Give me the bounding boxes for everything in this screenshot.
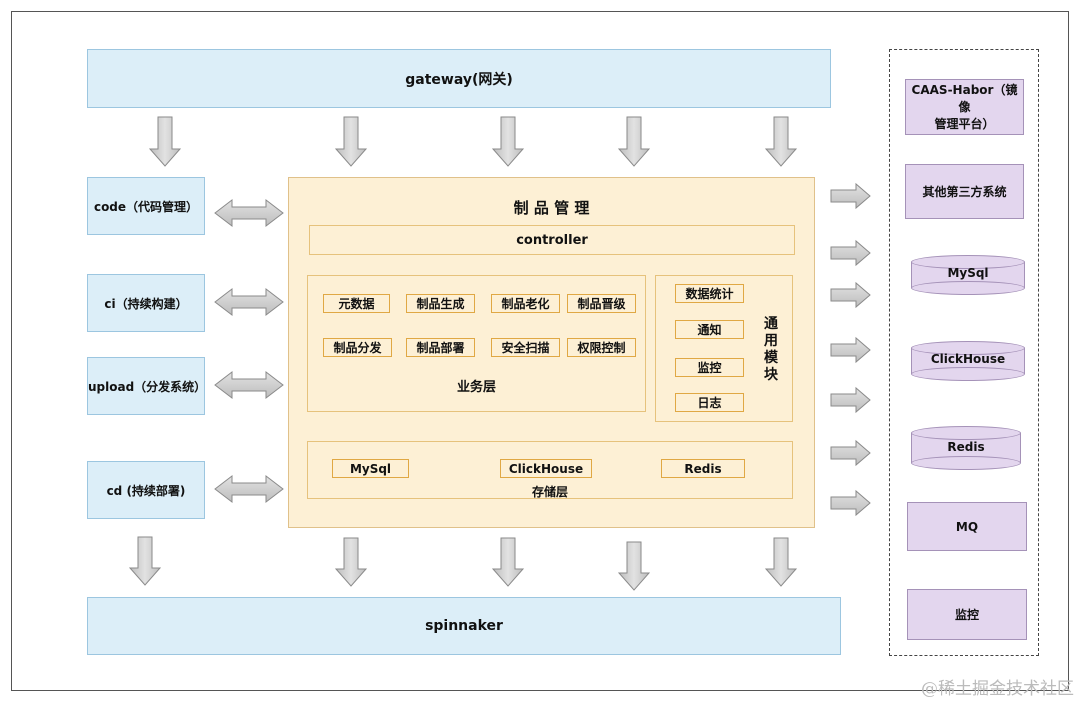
common-label: 通用模块 <box>764 316 778 383</box>
ci-label: ci（持续构建） <box>104 296 188 311</box>
mq-label: MQ <box>955 519 979 534</box>
external-systems-group <box>889 49 1039 656</box>
down-arrow <box>334 537 368 587</box>
mysql-cylinder: MySql <box>911 255 1025 295</box>
right-arrow <box>830 386 871 414</box>
third-party-label: 其他第三方系统 <box>922 185 1007 199</box>
storage-label: 存储层 <box>531 485 568 499</box>
mysql-label: MySql <box>947 266 989 280</box>
diagram-frame <box>11 11 1069 691</box>
business-item: 制品部署 <box>406 338 475 357</box>
upload-box: upload（分发系统） <box>87 357 207 415</box>
core-title: 制 品 管 理 <box>513 199 590 217</box>
double-arrow <box>214 370 284 400</box>
double-arrow <box>214 474 284 504</box>
third-party-box: 其他第三方系统 <box>905 164 1024 219</box>
storage-item: ClickHouse <box>500 459 592 478</box>
code-label: code（代码管理） <box>93 199 199 214</box>
down-arrow <box>128 536 162 586</box>
right-arrow <box>830 281 871 309</box>
controller-layer: controller <box>309 225 795 255</box>
caas-line2: 管理平台） <box>934 116 995 131</box>
business-item: 制品分发 <box>323 338 392 357</box>
upload-label: upload（分发系统） <box>88 379 207 394</box>
storage-item: Redis <box>661 459 745 478</box>
business-item: 权限控制 <box>567 338 636 357</box>
watermark: @稀土掘金技术社区 <box>921 679 1074 699</box>
down-arrow <box>334 116 368 167</box>
down-arrow <box>764 537 798 587</box>
clickhouse-label: ClickHouse <box>930 352 1006 366</box>
common-item: 监控 <box>675 358 744 377</box>
right-arrow <box>830 336 871 364</box>
business-item: 元数据 <box>323 294 390 313</box>
storage-layer: MySql ClickHouse Redis 存储层 <box>307 441 793 499</box>
business-label: 业务层 <box>456 380 496 395</box>
ci-box: ci（持续构建） <box>87 274 205 332</box>
common-item: 通知 <box>675 320 744 339</box>
double-arrow <box>214 287 284 317</box>
caas-habor-box: CAAS-Habor（镜像 管理平台） <box>905 79 1024 135</box>
business-layer: 元数据 制品生成 制品老化 制品晋级 制品分发 制品部署 安全扫描 权限控制 业… <box>307 275 646 412</box>
controller-label: controller <box>516 232 588 248</box>
common-item: 数据统计 <box>675 284 744 303</box>
monitor-box: 监控 <box>907 589 1027 640</box>
mq-box: MQ <box>907 502 1027 551</box>
redis-label: Redis <box>947 440 985 454</box>
down-arrow <box>491 116 525 167</box>
down-arrow <box>764 116 798 167</box>
monitor-label: 监控 <box>954 608 979 622</box>
right-arrow <box>830 489 871 517</box>
clickhouse-cylinder: ClickHouse <box>911 341 1025 381</box>
right-arrow <box>830 439 871 467</box>
double-arrow <box>214 198 284 228</box>
redis-cylinder: Redis <box>911 426 1021 470</box>
down-arrow <box>617 541 651 591</box>
common-module: 数据统计 通知 监控 日志 通用模块 <box>655 275 793 422</box>
artifact-management-core: 制 品 管 理 controller 元数据 制品生成 制品老化 制品晋级 制品… <box>288 177 815 528</box>
right-arrow <box>830 239 871 267</box>
cd-box: cd (持续部署) <box>87 461 205 519</box>
down-arrow <box>148 116 182 167</box>
common-item: 日志 <box>675 393 744 412</box>
spinnaker-box: spinnaker <box>87 597 841 655</box>
business-item: 制品生成 <box>406 294 475 313</box>
caas-line1: CAAS-Habor（镜像 <box>911 82 1018 114</box>
spinnaker-label: spinnaker <box>425 618 503 634</box>
storage-item: MySql <box>332 459 409 478</box>
down-arrow <box>491 537 525 587</box>
cd-label: cd (持续部署) <box>106 483 186 498</box>
gateway-label: gateway(网关) <box>405 71 513 88</box>
business-item: 安全扫描 <box>491 338 560 357</box>
down-arrow <box>617 116 651 167</box>
code-box: code（代码管理） <box>87 177 205 235</box>
right-arrow <box>830 182 871 210</box>
business-item: 制品晋级 <box>567 294 636 313</box>
gateway-box: gateway(网关) <box>87 49 831 108</box>
business-item: 制品老化 <box>491 294 560 313</box>
